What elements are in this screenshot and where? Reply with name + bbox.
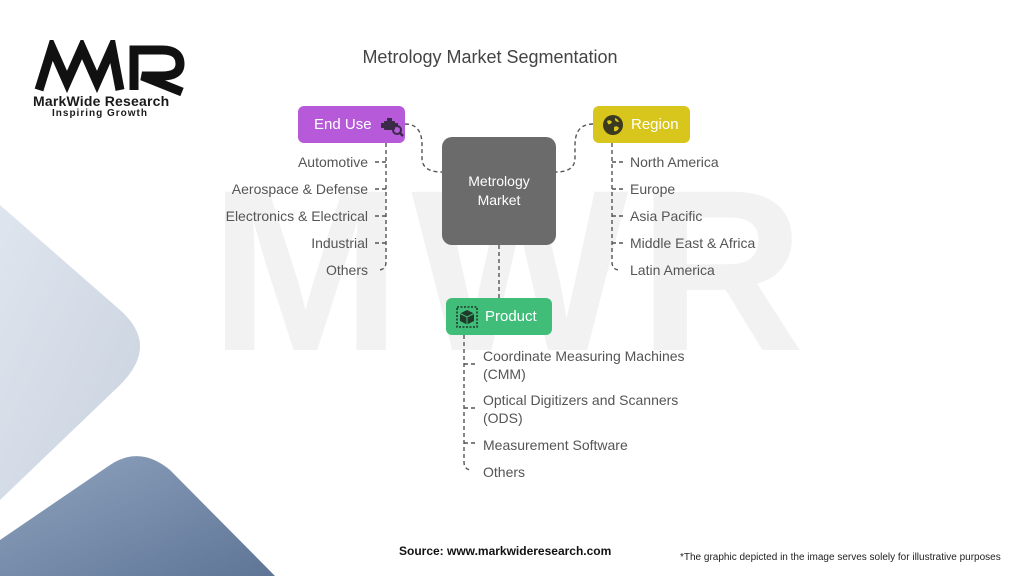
product-label: Product [485,308,537,325]
engine-icon [380,117,404,137]
brand-name: MarkWide Research [33,93,170,109]
center-line-2: Market [477,192,521,208]
region-item: North America [630,154,719,170]
enduse-item: Automotive [297,154,368,170]
region-branch [611,143,621,271]
disclaimer-note: *The graphic depicted in the image serve… [680,552,1001,563]
enduse-item: Industrial [311,235,368,251]
region-label: Region [631,116,679,133]
product-branch [463,335,473,471]
bg-shape-dark [0,456,275,576]
product-item: Optical Digitizers and Scanners (ODS) [483,392,679,426]
enduse-item: Others [325,262,368,278]
center-node: Metrology Market [442,137,556,245]
product-item: Others [483,464,526,480]
center-line-1: Metrology [468,173,530,189]
enduse-node: End Use [298,106,405,143]
region-item: Asia Pacific [630,208,703,224]
enduse-label: End Use [314,116,372,133]
page-title: Metrology Market Segmentation [362,47,618,67]
brand-logo [34,40,185,97]
region-item: Middle East & Africa [630,235,756,251]
product-node: Product [446,298,552,335]
globe-icon [603,114,623,135]
bg-shape-light [0,205,140,500]
enduse-item: Aerospace & Defense [231,181,368,197]
source-text: Source: www.markwideresearch.com [399,544,612,558]
product-item: Coordinate Measuring Machines (CMM) [483,348,685,382]
box-icon [456,305,478,328]
connector-region-center [555,123,594,173]
region-item: Latin America [630,262,715,278]
region-item: Europe [630,181,676,197]
enduse-item: Electronics & Electrical [225,208,368,224]
enduse-branch [377,143,387,271]
brand-tagline: Inspiring Growth [52,108,148,119]
connector-enduse-center [404,123,443,173]
region-node: Region [593,106,690,143]
product-item: Measurement Software [483,437,628,453]
